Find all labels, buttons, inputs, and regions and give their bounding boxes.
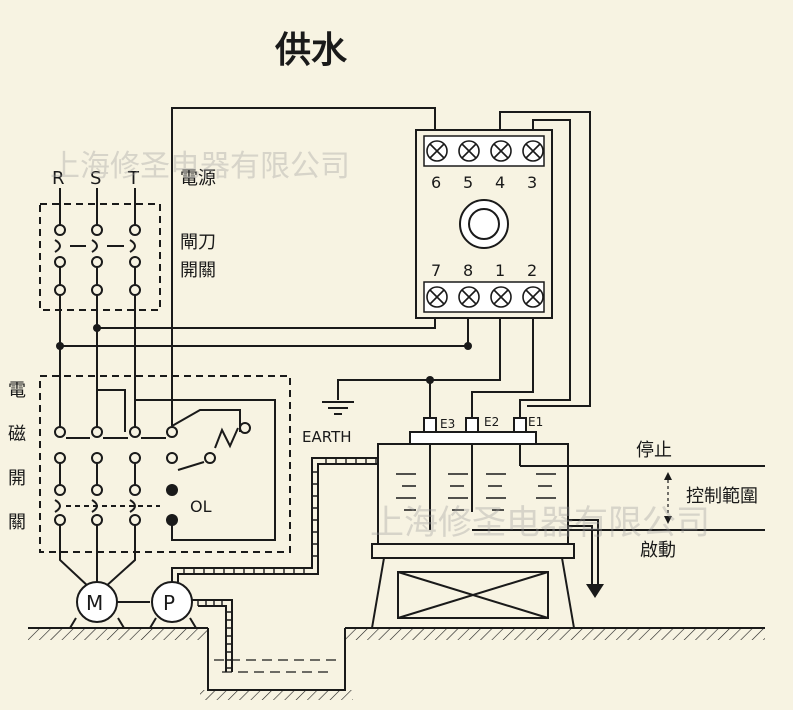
phase-lines (59, 188, 136, 230)
contactor-label-4: 關 (8, 512, 26, 533)
contactor-label-1: 電 (8, 380, 26, 401)
page-title: 供水 (275, 30, 348, 71)
knife-switch-box (39, 203, 161, 311)
terminal-8: 8 (463, 261, 473, 280)
arrow-up-icon (664, 472, 672, 480)
contactor-label-2: 磁 (8, 424, 26, 445)
terminal-7: 7 (431, 261, 441, 280)
water-pipes (171, 457, 420, 672)
ground-surface (28, 627, 765, 700)
overload-contact (166, 484, 178, 496)
earth-icon (322, 401, 354, 415)
motor-label: M (86, 591, 103, 615)
pump-label: P (163, 591, 175, 615)
terminal-screws (426, 140, 544, 308)
terminal-2: 2 (527, 261, 537, 280)
stop-label: 停止 (636, 440, 672, 461)
knife-switch-contacts (54, 224, 141, 296)
watermark-top: 上海修圣电器有限公司 (50, 149, 350, 184)
control-range-label: 控制範圍 (686, 486, 758, 507)
junction-dot (464, 342, 472, 350)
tank-water-lines (396, 473, 556, 511)
terminal-3: 3 (527, 173, 537, 192)
overload-label: OL (190, 497, 212, 516)
earth-label: EARTH (302, 428, 352, 446)
electrodes (423, 417, 527, 530)
power-label: 電源 (180, 168, 216, 189)
watermark-bottom: 上海修圣电器有限公司 (370, 503, 710, 543)
electrode-e1-label: E1 (528, 415, 543, 429)
junction-dot (426, 376, 434, 384)
phase-t-label: T (127, 168, 140, 189)
motor-feed (59, 525, 198, 629)
phase-r-label: R (52, 168, 65, 189)
tank-lid (409, 431, 537, 445)
tank-outlet (568, 519, 599, 588)
contactor-box (39, 375, 291, 553)
knife-switch-label-2: 開關 (180, 260, 216, 281)
electrode-e2-label: E2 (484, 415, 499, 429)
terminal-6: 6 (431, 173, 441, 192)
motor-icon (76, 581, 118, 623)
phase-s-label: S (90, 168, 101, 189)
knife-switch-label-1: 閘刀 (180, 232, 216, 253)
contactor-label-3: 開 (8, 468, 26, 489)
overload-contact (166, 514, 178, 526)
arrow-down-icon (664, 516, 672, 524)
tank-stand (371, 543, 575, 629)
electrode-e3-label: E3 (440, 417, 455, 431)
terminal-5: 5 (463, 173, 473, 192)
junction-dot (93, 324, 101, 332)
outlet-arrow-icon (586, 584, 604, 598)
start-label: 啟動 (640, 540, 676, 561)
terminal-4: 4 (495, 173, 505, 192)
contactor-contacts (54, 422, 251, 526)
level-lines (472, 465, 765, 531)
terminal-1: 1 (495, 261, 505, 280)
junction-dot (56, 342, 64, 350)
